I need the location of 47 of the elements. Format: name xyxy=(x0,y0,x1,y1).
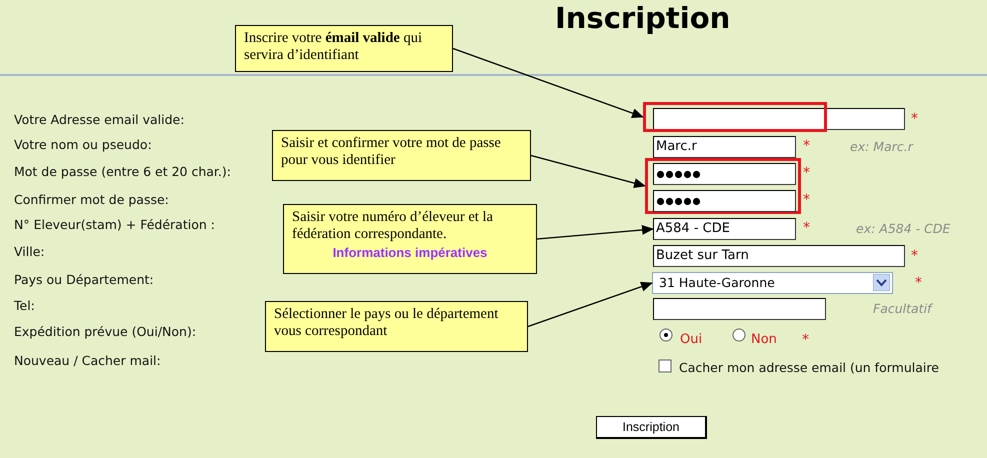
checkbox-label: Cacher mon adresse email (un formulaire xyxy=(679,359,939,377)
arrow xyxy=(452,48,644,118)
hint-text: Facultatif xyxy=(873,300,932,318)
callout-text: Saisir et confirmer votre mot de passe pour vous identifier xyxy=(281,135,502,169)
option-label: Non xyxy=(751,331,777,349)
required-mark: * xyxy=(915,274,922,292)
arrow xyxy=(530,154,646,188)
field-label: Votre nom ou pseudo: xyxy=(14,136,152,154)
password-field xyxy=(653,190,796,212)
highlight-box xyxy=(645,158,801,214)
arrow xyxy=(536,224,654,240)
field-label: Confirmer mot de passe: xyxy=(14,191,169,209)
callout-text: Sélectionner le pays ou le département vous correspondant xyxy=(274,306,500,340)
callout-box xyxy=(283,204,537,274)
input-field: Buzet sur Tarn xyxy=(653,245,905,267)
input-field: A584 - CDE xyxy=(653,218,796,240)
dropdown-select: 31 Haute-Garonne xyxy=(652,272,893,294)
field-label: Tel: xyxy=(14,297,35,315)
required-mark: * xyxy=(803,164,810,182)
emphasis-note: Informations impératives xyxy=(332,244,488,261)
required-mark: * xyxy=(911,110,918,128)
field-label: Expédition prévue (Oui/Non): xyxy=(14,323,196,341)
arrow xyxy=(528,282,653,328)
field-label: Mot de passe (entre 6 et 20 char.): xyxy=(14,163,231,181)
callout-text: Saisir votre numéro d’éleveur et la fédération correspondante. xyxy=(292,209,494,243)
required-mark: * xyxy=(803,219,810,237)
highlight-box xyxy=(643,102,827,132)
field-label: Votre Adresse email valide: xyxy=(14,111,184,129)
field-label: Ville: xyxy=(14,243,45,261)
callout-box xyxy=(235,25,453,72)
page-title: Inscription xyxy=(555,0,730,36)
hint-text: ex: A584 - CDE xyxy=(856,220,950,238)
password-field xyxy=(653,163,796,185)
required-mark: * xyxy=(803,137,810,155)
hint-text: ex: Marc.r xyxy=(850,138,913,156)
required-mark: * xyxy=(803,191,810,209)
required-mark: * xyxy=(802,331,809,349)
submit-button: Inscription xyxy=(596,416,707,439)
option-label: Oui xyxy=(680,331,702,349)
field-label: Pays ou Département: xyxy=(14,271,154,289)
callout-box xyxy=(265,301,528,352)
callout-box xyxy=(272,130,531,181)
field-label: Nouveau / Cacher mail: xyxy=(14,352,161,370)
input-field: Marc.r xyxy=(653,136,796,158)
field-label: N° Eleveur(stam) + Fédération : xyxy=(14,216,215,234)
required-mark: * xyxy=(911,247,918,265)
callout-text: Inscrire votre émail valide qui servira d’identifiant xyxy=(244,30,423,64)
